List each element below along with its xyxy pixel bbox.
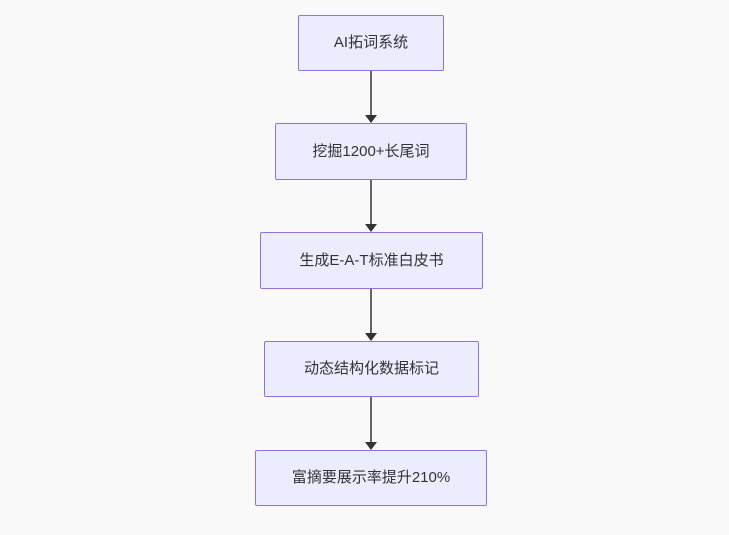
down-arrow-connector-4 xyxy=(365,397,377,450)
flow-node-ai-word-system: AI拓词系统 xyxy=(298,15,444,71)
down-arrow-connector-3 xyxy=(365,289,377,341)
arrowhead-down-icon xyxy=(365,333,377,341)
flow-node-longtail-mining: 挖掘1200+长尾词 xyxy=(275,123,467,180)
down-arrow-connector-1 xyxy=(365,71,377,123)
arrow-line xyxy=(370,397,372,442)
arrow-line xyxy=(370,289,372,333)
flow-node-rich-snippet-result: 富摘要展示率提升210% xyxy=(255,450,487,506)
flow-node-structured-data-markup: 动态结构化数据标记 xyxy=(264,341,479,397)
down-arrow-connector-2 xyxy=(365,180,377,232)
arrowhead-down-icon xyxy=(365,115,377,123)
flow-node-eat-whitepaper: 生成E-A-T标准白皮书 xyxy=(260,232,483,289)
arrow-line xyxy=(370,180,372,224)
arrow-line xyxy=(370,71,372,115)
arrowhead-down-icon xyxy=(365,442,377,450)
arrowhead-down-icon xyxy=(365,224,377,232)
